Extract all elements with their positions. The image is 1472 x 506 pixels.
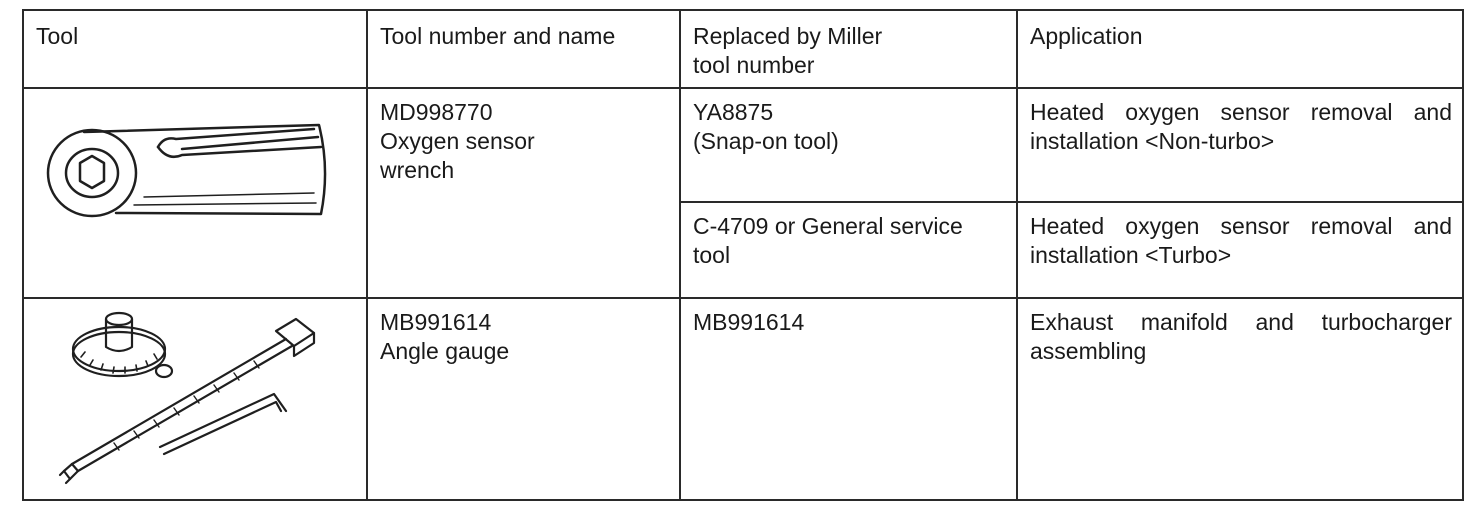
header-application: Application [1016,9,1464,89]
tool-number: MD998770 [380,99,493,125]
tool-name: Angle gauge [380,338,510,364]
application-cell: Heated oxygen sensor removal and install… [1016,87,1464,203]
tool-number-name-cell: MD998770 Oxygen sensor wrench [366,87,681,299]
special-tools-table: Tool Tool number and name Replaced by Mi… [22,9,1464,501]
header-replaced-by: Replaced by Miller tool number [679,9,1018,89]
tool-image-cell [22,297,368,501]
oxygen-sensor-wrench-icon [46,123,327,218]
header-tool: Tool [22,9,368,89]
table-row: C-4709 or General service tool Heated ox… [23,200,1464,300]
header-tool-number-and-name: Tool number and name [366,9,681,89]
application-cell: Exhaust manifold and turbocharger assemb… [1016,297,1464,501]
tool-number-name-cell: MB991614 Angle gauge [366,297,681,501]
table-row: MB991614 Angle gauge MB991614 Exhaust ma… [22,297,1464,501]
header-row: Tool Tool number and name Replaced by Mi… [22,9,1464,89]
tool-image-cell [22,87,368,299]
table-row: MD998770 Oxygen sensor wrench YA8875 (Sn… [22,87,1464,299]
tool-name: Oxygen sensor wrench [380,128,535,183]
application-cell: Heated oxygen sensor removal and install… [1016,200,1464,300]
replaced-by-cell: MB991614 [679,297,1018,501]
replaced-by-cell: C-4709 or General service tool [679,200,1018,300]
replacement-number: YA8875 [693,99,774,125]
tool-number: MB991614 [380,309,492,335]
replacement-number: C-4709 or General service tool [693,212,963,268]
replaced-by-cell: YA8875 (Snap-on tool) [679,87,1018,203]
angle-gauge-icon [58,311,316,485]
replacement-number: MB991614 [693,309,805,335]
replacement-note: (Snap-on tool) [693,128,839,154]
